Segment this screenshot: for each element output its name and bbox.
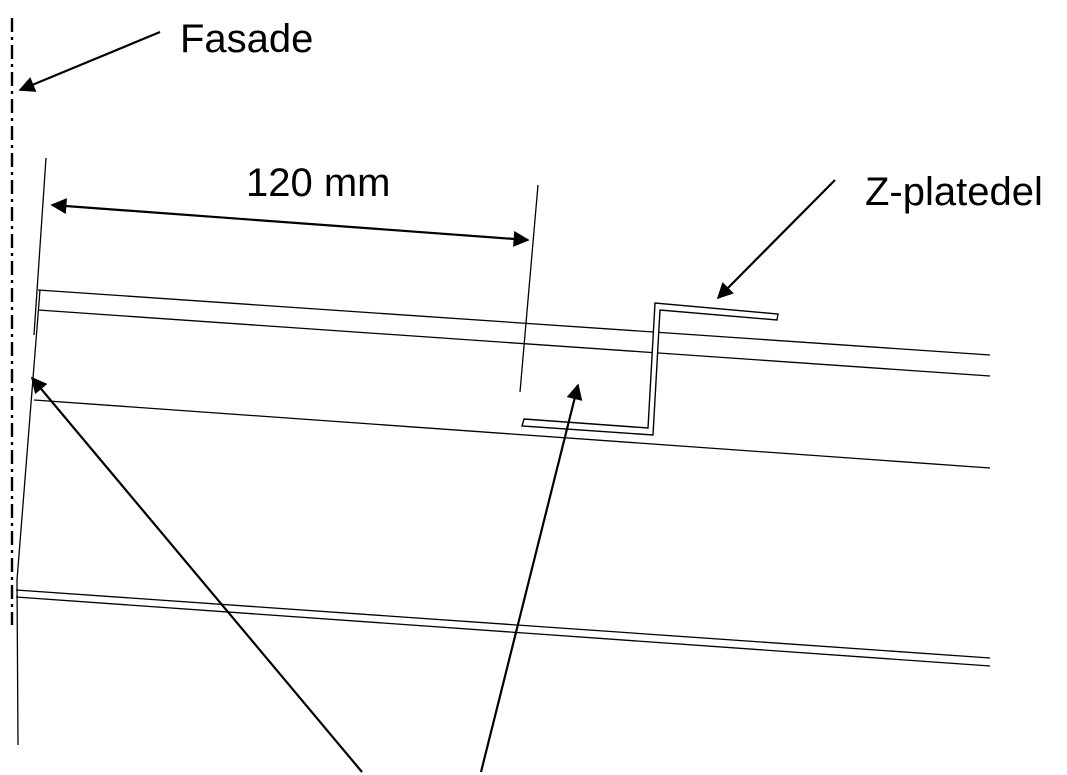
dimension-extension-right bbox=[519, 184, 539, 393]
board-middle-line bbox=[33, 399, 991, 469]
board-bottom-line-2 bbox=[15, 596, 991, 667]
board-top-line-1 bbox=[37, 289, 991, 356]
fasade-label: Fasade bbox=[180, 17, 313, 61]
board-bottom-line-1 bbox=[15, 589, 991, 659]
corner-leader-arrow bbox=[30, 376, 363, 773]
wall-edge-outer bbox=[16, 579, 19, 746]
board-top-line-2 bbox=[37, 309, 991, 377]
wall-edge-slanted bbox=[16, 289, 41, 581]
dimension-extension-left bbox=[33, 157, 47, 336]
fasade-leader-arrow bbox=[18, 30, 161, 92]
z-platedel-leader-arrow bbox=[716, 179, 836, 300]
dimension-label: 120 mm bbox=[246, 161, 391, 205]
dimension-arrow bbox=[50, 198, 530, 247]
z-profile bbox=[521, 302, 779, 436]
z-platedel-label: Z-platedel bbox=[865, 170, 1043, 214]
gap-leader-arrow bbox=[479, 383, 583, 773]
